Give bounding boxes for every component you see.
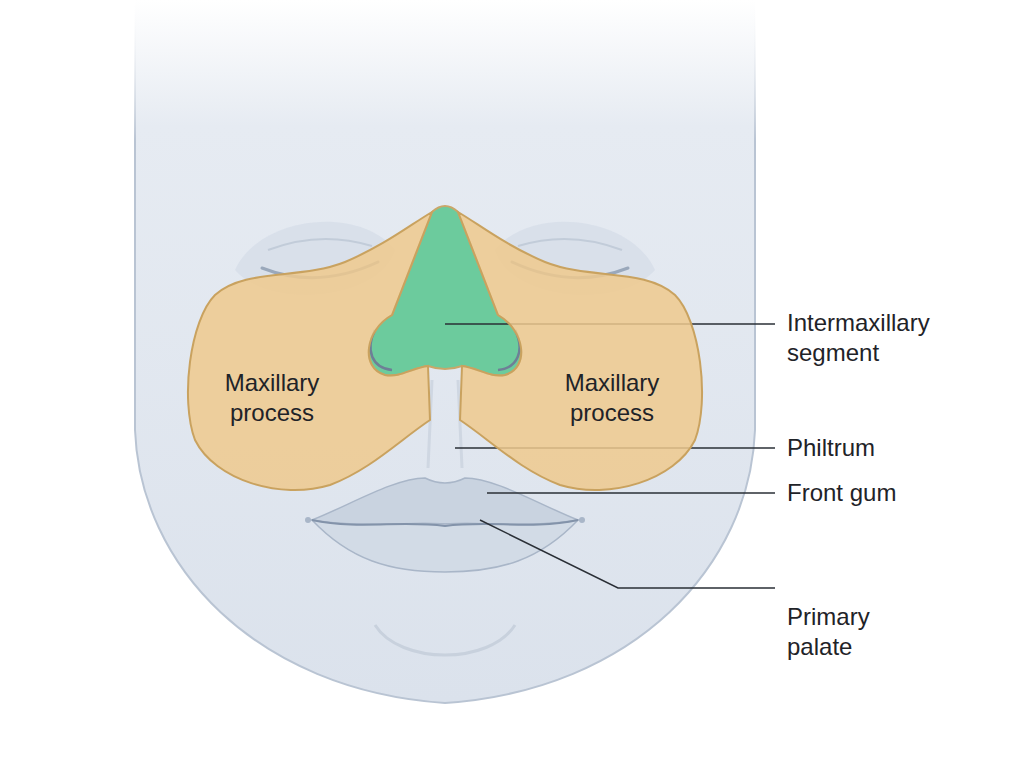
region-shape: [430, 200, 710, 500]
part-label: Philtrum: [787, 433, 1002, 463]
maxillary-region: Maxillary process: [430, 200, 710, 500]
region-label: Maxillary process: [552, 368, 672, 428]
region-label: Maxillary process: [212, 368, 332, 428]
part-label: Primary palate: [787, 602, 922, 662]
region-shape: [180, 200, 460, 500]
part-label: Front gum: [787, 478, 1002, 508]
maxillary-region: Maxillary process: [180, 200, 460, 500]
part-label: Intermaxillary segment: [787, 308, 1002, 368]
